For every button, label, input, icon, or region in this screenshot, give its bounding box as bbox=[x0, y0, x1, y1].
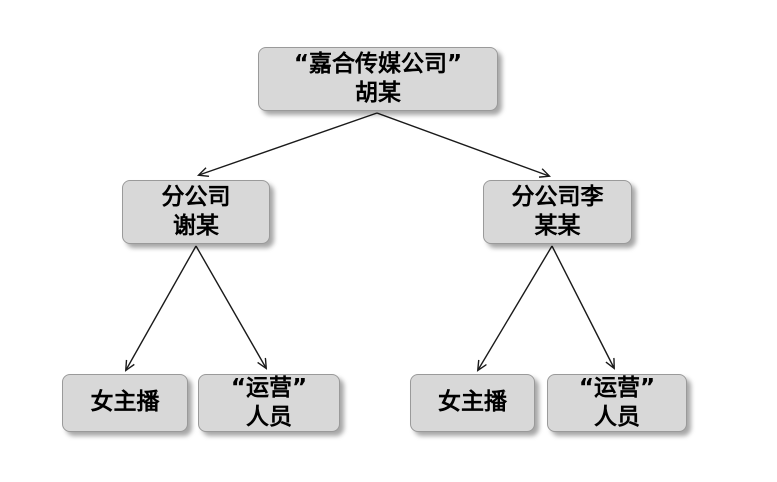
arrow-root-to-branch-left bbox=[199, 112, 378, 175]
node-operations-staff-right: “运营” 人员 bbox=[547, 374, 687, 432]
node-female-anchor-left: 女主播 bbox=[62, 374, 188, 432]
node-operations-staff-left: “运营” 人员 bbox=[198, 374, 340, 432]
node-branch-xie: 分公司 谢某 bbox=[122, 180, 270, 244]
node-female-anchor-right: 女主播 bbox=[410, 374, 535, 432]
node-branch-li: 分公司李 某某 bbox=[483, 180, 632, 244]
arrow-root-to-branch-right bbox=[376, 112, 549, 176]
arrow-branch-right-to-ops-right bbox=[551, 245, 614, 368]
arrow-branch-left-to-anchor-left bbox=[126, 245, 197, 370]
node-head-company: “嘉合传媒公司” 胡某 bbox=[258, 47, 498, 111]
arrow-branch-left-to-ops-left bbox=[195, 245, 266, 368]
arrow-branch-right-to-anchor-right bbox=[478, 245, 553, 370]
